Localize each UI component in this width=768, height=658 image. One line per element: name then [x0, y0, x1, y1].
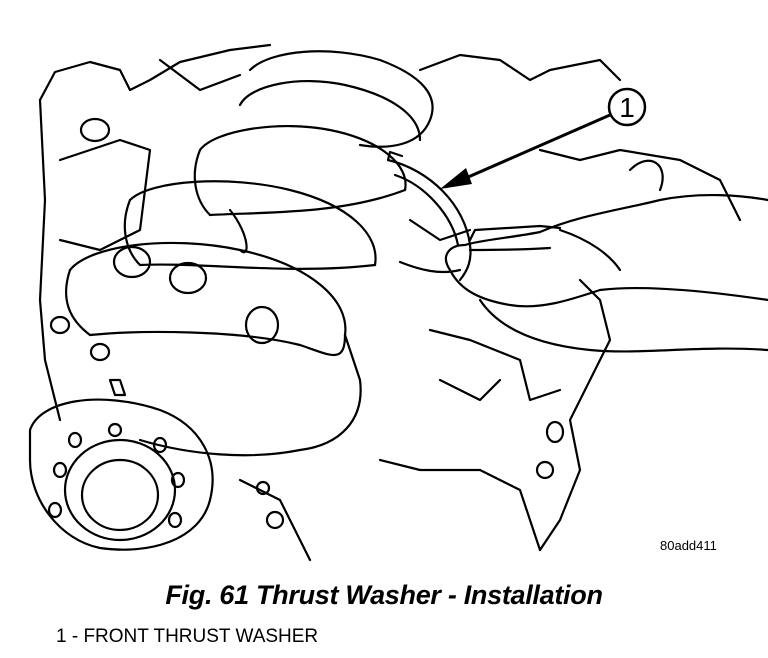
callout-marker: 1 — [607, 87, 647, 127]
legend-item: 1 - FRONT THRUST WASHER — [56, 626, 319, 647]
thrust-washer-illustration: 1 — [28, 43, 768, 562]
callout-leader — [448, 113, 612, 187]
thrust-washer — [386, 150, 472, 282]
engine-block-outline — [38, 43, 742, 562]
image-identifier: 80add411 — [660, 538, 717, 553]
legend-list: 1 - FRONT THRUST WASHER — [56, 626, 318, 648]
callout-number: 1 — [619, 92, 635, 123]
hand — [444, 193, 768, 353]
crankshaft — [28, 50, 434, 551]
figure-caption: Fig. 61 Thrust Washer - Installation — [165, 580, 603, 610]
callout-arrowhead — [440, 168, 472, 189]
